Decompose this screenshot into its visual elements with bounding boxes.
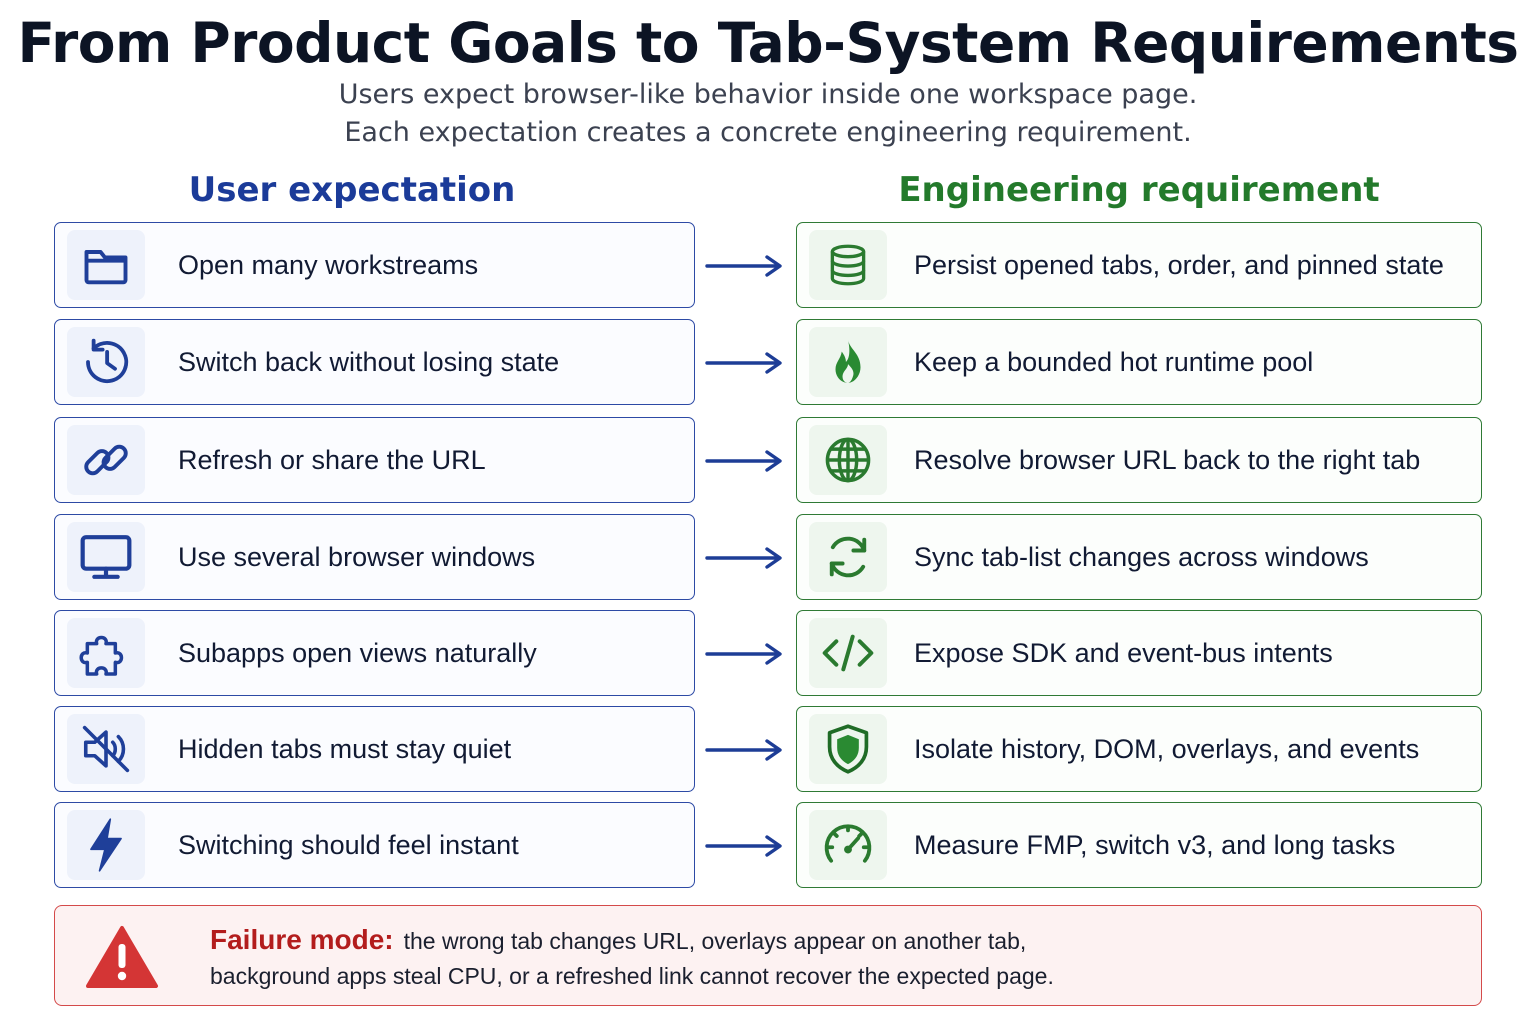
expectation-label: Open many workstreams xyxy=(178,249,479,280)
requirement-card: Measure FMP, switch v3, and long tasks xyxy=(796,802,1482,888)
link-icon xyxy=(67,425,145,495)
page-title: From Product Goals to Tab-System Require… xyxy=(17,11,1519,75)
expectation-label: Subapps open views naturally xyxy=(178,637,537,668)
monitor-icon xyxy=(67,522,145,592)
expectation-card: Hidden tabs must stay quiet xyxy=(54,706,695,792)
arrow-right-icon xyxy=(705,450,782,472)
expectation-card: Use several browser windows xyxy=(54,514,695,600)
requirement-card: Sync tab-list changes across windows xyxy=(796,514,1482,600)
sync-icon xyxy=(809,522,887,592)
gauge-icon xyxy=(809,810,887,880)
arrow-right-icon xyxy=(705,352,782,374)
expectation-card: Switching should feel instant xyxy=(54,802,695,888)
failure-line-1: Failure mode: the wrong tab changes URL, … xyxy=(210,924,1026,956)
user-expectation-heading: User expectation xyxy=(188,170,516,210)
requirement-label: Keep a bounded hot runtime pool xyxy=(914,346,1314,377)
engineering-requirement-heading: Engineering requirement xyxy=(898,170,1380,210)
code-icon xyxy=(809,618,887,688)
expectation-label: Refresh or share the URL xyxy=(178,444,486,475)
failure-mode-box: Failure mode: the wrong tab changes URL, … xyxy=(54,905,1482,1006)
arrow-right-icon xyxy=(705,643,782,665)
warning-icon xyxy=(86,926,158,988)
database-icon xyxy=(809,230,887,300)
subtitle-line-1: Users expect browser-like behavior insid… xyxy=(338,79,1198,110)
expectation-card: Switch back without losing state xyxy=(54,319,695,405)
puzzle-icon xyxy=(67,618,145,688)
expectation-label: Switch back without losing state xyxy=(178,346,560,377)
lightning-icon xyxy=(67,810,145,880)
arrow-right-icon xyxy=(705,835,782,857)
expectation-card: Subapps open views naturally xyxy=(54,610,695,696)
history-icon xyxy=(67,327,145,397)
requirement-card: Isolate history, DOM, overlays, and even… xyxy=(796,706,1482,792)
requirement-label: Resolve browser URL back to the right ta… xyxy=(914,444,1421,475)
requirement-card: Keep a bounded hot runtime pool xyxy=(796,319,1482,405)
failure-text-1: the wrong tab changes URL, overlays appe… xyxy=(403,928,1027,954)
arrow-right-icon xyxy=(705,255,782,277)
requirement-label: Persist opened tabs, order, and pinned s… xyxy=(914,249,1444,280)
subtitle-line-2: Each expectation creates a concrete engi… xyxy=(344,117,1192,148)
requirement-label: Expose SDK and event-bus intents xyxy=(914,637,1333,668)
globe-icon xyxy=(809,425,887,495)
expectation-label: Use several browser windows xyxy=(178,541,536,572)
shield-icon xyxy=(809,714,887,784)
requirement-card: Expose SDK and event-bus intents xyxy=(796,610,1482,696)
requirement-label: Sync tab-list changes across windows xyxy=(914,541,1369,572)
expectation-label: Switching should feel instant xyxy=(178,829,519,860)
mute-icon xyxy=(67,714,145,784)
flame-icon xyxy=(809,327,887,397)
arrow-right-icon xyxy=(705,739,782,761)
requirement-label: Isolate history, DOM, overlays, and even… xyxy=(914,733,1420,764)
requirement-card: Resolve browser URL back to the right ta… xyxy=(796,417,1482,503)
arrow-right-icon xyxy=(705,547,782,569)
requirement-label: Measure FMP, switch v3, and long tasks xyxy=(914,829,1396,860)
folder-icon xyxy=(67,230,145,300)
requirement-card: Persist opened tabs, order, and pinned s… xyxy=(796,222,1482,308)
expectation-card: Open many workstreams xyxy=(54,222,695,308)
expectation-card: Refresh or share the URL xyxy=(54,417,695,503)
failure-text-2: background apps steal CPU, or a refreshe… xyxy=(210,963,1054,989)
failure-mode-label: Failure mode: xyxy=(210,924,394,955)
expectation-label: Hidden tabs must stay quiet xyxy=(178,733,512,764)
